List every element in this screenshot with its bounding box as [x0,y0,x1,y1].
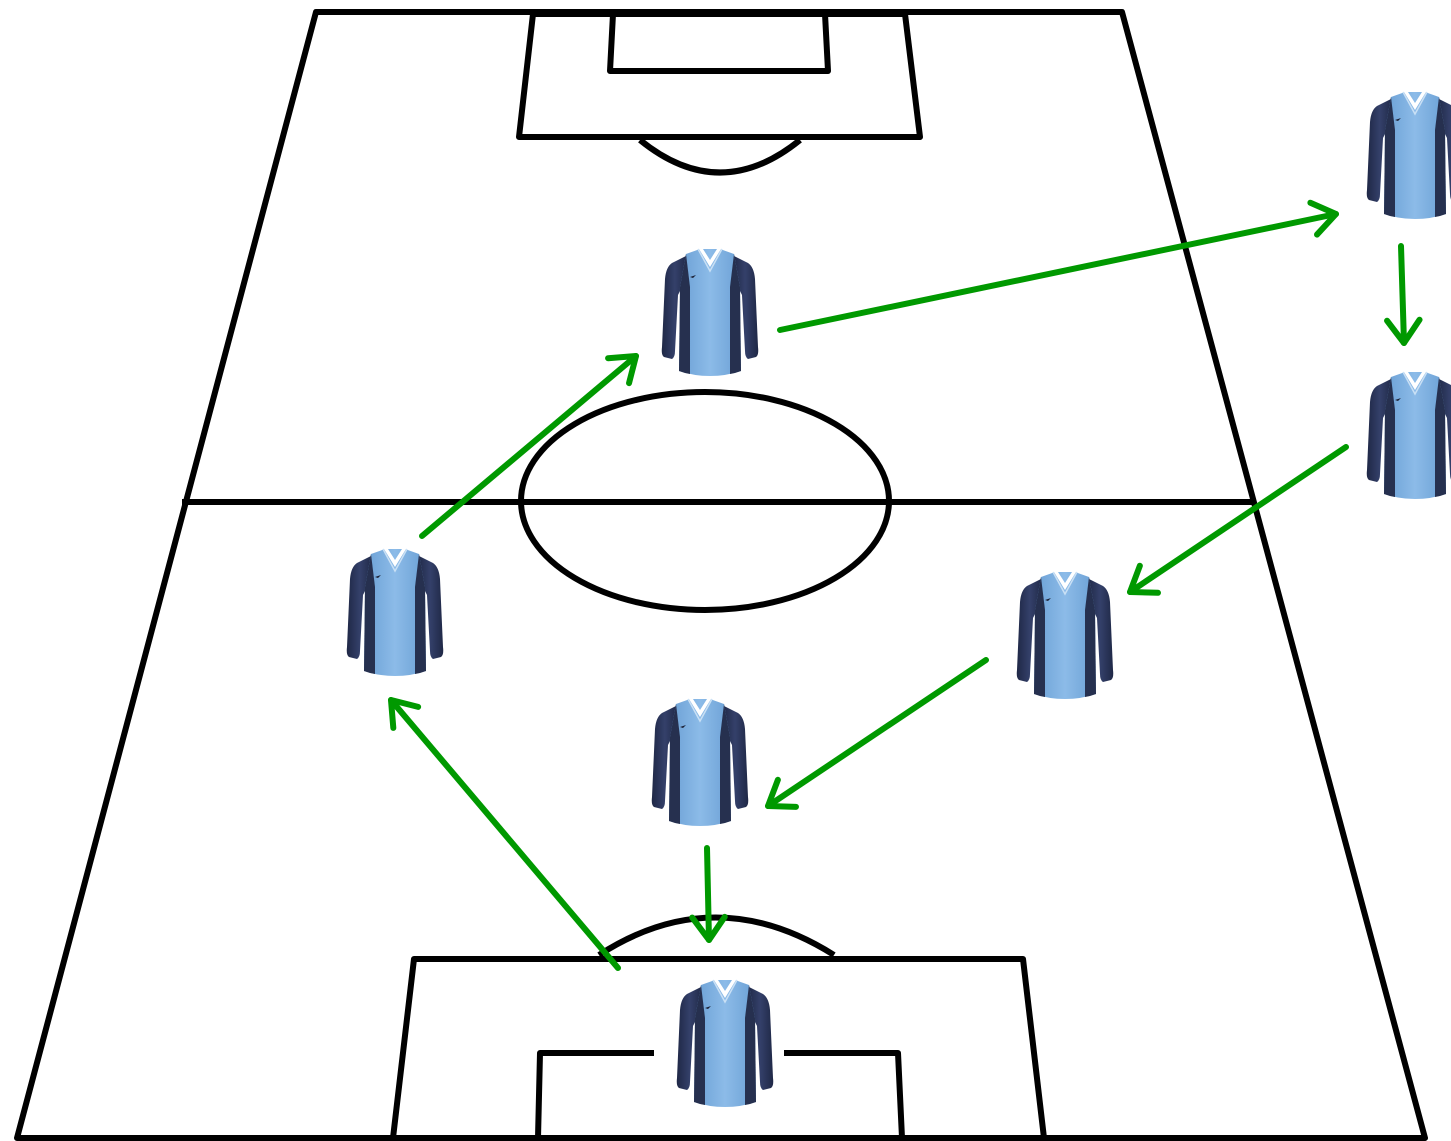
arrowhead [1384,316,1423,346]
pitch-lines [14,9,1428,1141]
pass-arrow-left-midfielder-to-attacking-midfielder [419,353,639,539]
center-circle [518,389,892,613]
pass-arrow-attacking-midfielder-to-outside-top-right [777,199,1339,333]
arrowhead [1127,562,1161,596]
bottom-penalty-arc [597,914,836,958]
arrowhead [605,353,639,387]
arrowhead [689,913,728,943]
pass-arrows [388,199,1423,971]
pitch-boundary [14,9,1428,1141]
bottom-goal-box-right [784,1050,905,1139]
arrowhead [1307,199,1339,238]
pass-arrow-center-back-to-goalkeeper [689,845,728,943]
arrowhead [765,776,799,810]
pass-arrow-right-midfielder-to-center-back [765,657,989,810]
bottom-penalty-box [390,956,1047,1139]
pass-arrow-goalkeeper-to-left-midfielder [388,697,621,971]
arrowhead [388,697,422,731]
pass-arrow-outside-top-right-to-outside-middle-right [1384,243,1423,346]
top-goal-box [607,11,831,74]
pass-arrow-outside-middle-right-to-right-midfielder [1127,444,1349,596]
top-penalty-arc [638,137,802,176]
players [339,86,1451,1110]
bottom-goal-box-left [535,1050,654,1139]
top-penalty-box [516,11,923,140]
